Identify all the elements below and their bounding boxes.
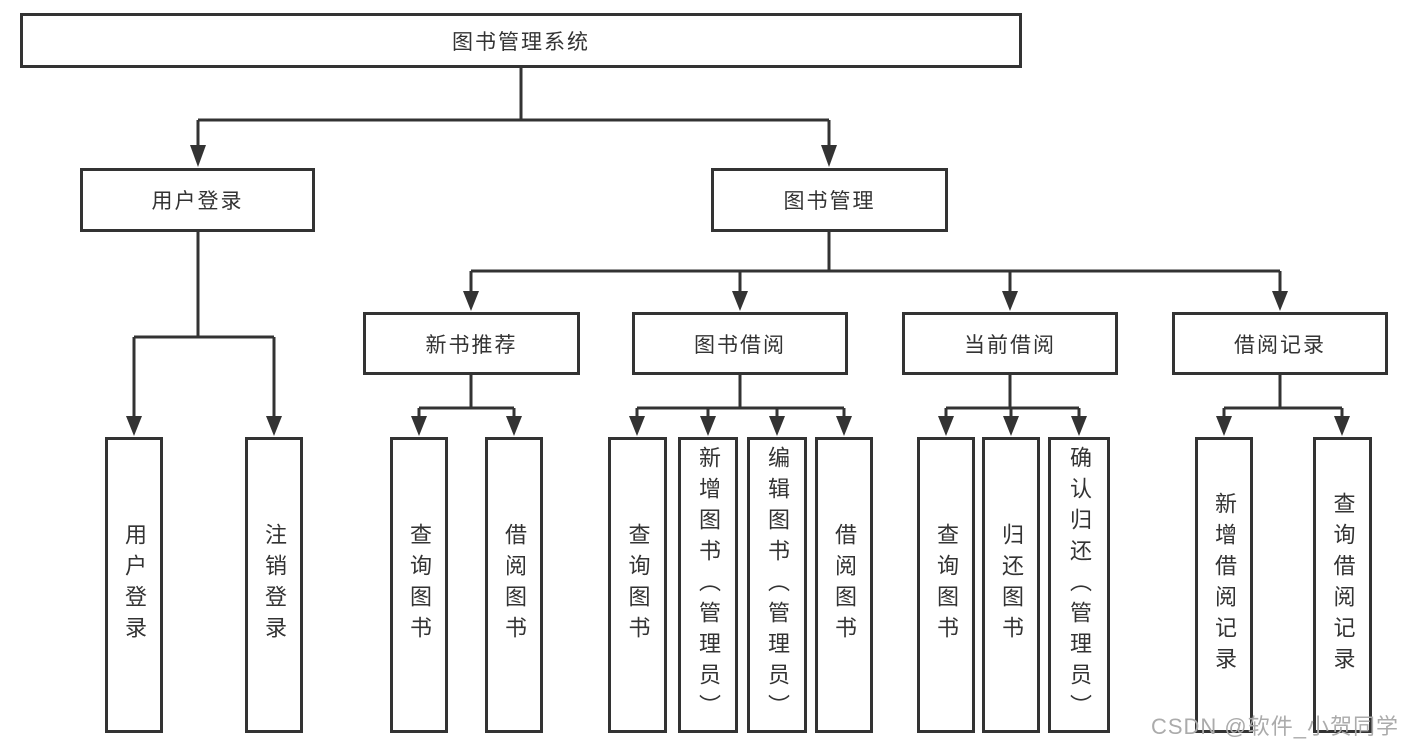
leaf-add-books-admin: 新增图书（管理员） (678, 437, 738, 733)
leaf-return-books: 归还图书 (982, 437, 1040, 733)
leaf-query-books-borrowing: 查询图书 (608, 437, 667, 733)
node-book-borrowing: 图书借阅 (632, 312, 848, 375)
node-new-book-recommendation: 新书推荐 (363, 312, 580, 375)
arrowhead-icons (126, 145, 1350, 436)
node-library-management-system: 图书管理系统 (20, 13, 1022, 68)
connector-paths (132, 68, 1344, 418)
leaf-edit-books-admin-label: 编辑图书（管理员） (765, 445, 790, 725)
leaf-borrow-books-borrowing-label: 借阅图书 (832, 523, 857, 647)
leaf-confirm-return-admin: 确认归还（管理员） (1048, 437, 1110, 733)
leaf-add-borrow-record-label: 新增借阅记录 (1212, 492, 1237, 678)
leaf-query-borrow-record: 查询借阅记录 (1313, 437, 1372, 733)
leaf-user-login: 用户登录 (105, 437, 163, 733)
node-borrowing-records: 借阅记录 (1172, 312, 1388, 375)
leaf-logout-label: 注销登录 (262, 523, 287, 647)
watermark: CSDN @软件_小贺同学 (1150, 714, 1399, 739)
leaf-query-books-borrowing-label: 查询图书 (625, 523, 651, 647)
leaf-edit-books-admin: 编辑图书（管理员） (747, 437, 807, 733)
leaf-query-books-current-label: 查询图书 (934, 523, 959, 647)
leaf-confirm-return-admin-label: 确认归还（管理员） (1067, 445, 1092, 725)
leaf-query-books-current: 查询图书 (917, 437, 975, 733)
node-current-borrowing: 当前借阅 (902, 312, 1118, 375)
node-book-management-branch: 图书管理 (711, 168, 948, 232)
leaf-query-borrow-record-label: 查询借阅记录 (1330, 492, 1356, 678)
leaf-user-login-label: 用户登录 (122, 523, 147, 647)
leaf-logout: 注销登录 (245, 437, 303, 733)
leaf-borrow-books-borrowing: 借阅图书 (815, 437, 873, 733)
leaf-borrow-books-recommend-label: 借阅图书 (502, 523, 527, 647)
leaf-add-books-admin-label: 新增图书（管理员） (696, 445, 721, 725)
leaf-query-books-recommend: 查询图书 (390, 437, 448, 733)
node-user-login-branch: 用户登录 (80, 168, 315, 232)
leaf-return-books-label: 归还图书 (999, 523, 1024, 647)
leaf-borrow-books-recommend: 借阅图书 (485, 437, 543, 733)
leaf-query-books-recommend-label: 查询图书 (407, 523, 432, 647)
leaf-add-borrow-record: 新增借阅记录 (1195, 437, 1253, 733)
